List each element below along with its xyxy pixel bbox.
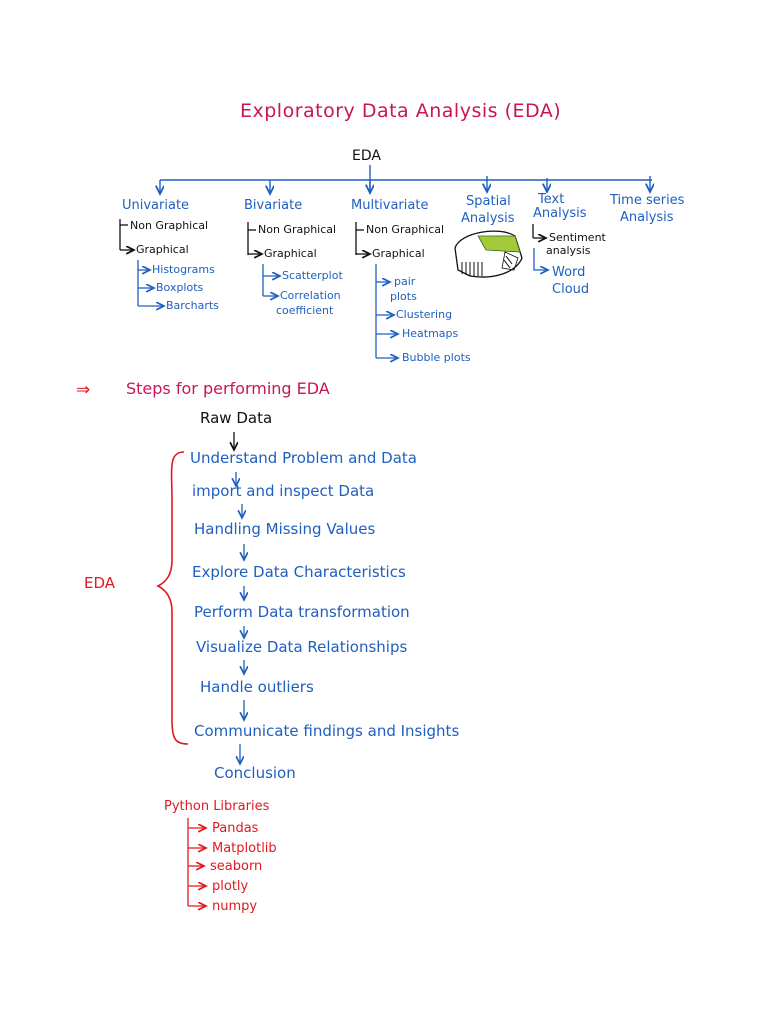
library-item: Matplotlib: [212, 841, 277, 856]
univariate-graphical: Graphical: [136, 243, 189, 256]
node-timeseries-line2: Analysis: [620, 210, 674, 225]
library-item: seaborn: [210, 859, 263, 874]
node-multivariate: Multivariate: [351, 198, 429, 213]
node-spatial: Spatial: [466, 194, 511, 209]
text-cloud: Cloud: [552, 282, 590, 297]
steps-heading: Steps for performing EDA: [126, 379, 330, 398]
tree-root: EDA: [352, 148, 381, 164]
heading-arrow: ⇒: [76, 380, 91, 400]
step-item: Explore Data Characteristics: [192, 563, 406, 581]
item-barcharts: Barcharts: [166, 299, 219, 312]
multivariate-graphical: Graphical: [372, 247, 425, 260]
item-coefficient: coefficient: [276, 304, 334, 317]
eda-brace: [156, 451, 189, 745]
step-item: Visualize Data Relationships: [196, 638, 408, 656]
library-item: numpy: [212, 899, 258, 914]
step-item: Understand Problem and Data: [190, 449, 417, 467]
node-timeseries: Time series: [610, 193, 685, 208]
multivariate-nongraphical: Non Graphical: [366, 223, 445, 236]
step-raw-data: Raw Data: [200, 409, 273, 427]
brace-label: EDA: [84, 574, 116, 592]
step-item: Handling Missing Values: [194, 520, 376, 538]
text-word: Word: [552, 265, 586, 280]
library-item: plotly: [212, 879, 249, 894]
step-conclusion: Conclusion: [214, 764, 296, 782]
bivariate-nongraphical: Non Graphical: [258, 223, 337, 236]
node-spatial-line2: Analysis: [461, 211, 515, 226]
libraries-heading: Python Libraries: [164, 799, 270, 814]
item-clustering: Clustering: [396, 308, 453, 321]
page-title: Exploratory Data Analysis (EDA): [240, 100, 562, 122]
item-heatmaps: Heatmaps: [402, 327, 459, 340]
item-boxplots: Boxplots: [156, 281, 204, 294]
item-histograms: Histograms: [152, 263, 215, 276]
step-item: Perform Data transformation: [194, 603, 410, 621]
spatial-map-sketch: [454, 230, 523, 278]
step-item: Communicate findings and Insights: [194, 722, 460, 740]
library-item: Pandas: [212, 821, 259, 836]
univariate-nongraphical: Non Graphical: [130, 219, 209, 232]
text-sentiment: Sentiment: [549, 231, 606, 244]
node-text-line2: Analysis: [533, 206, 587, 221]
item-plots: plots: [390, 290, 417, 303]
step-item: Handle outliers: [200, 678, 314, 696]
bivariate-graphical: Graphical: [264, 247, 317, 260]
item-correlation: Correlation: [280, 289, 341, 302]
item-bubble-plots: Bubble plots: [402, 351, 471, 364]
item-pair: pair: [394, 275, 416, 288]
node-bivariate: Bivariate: [244, 198, 303, 213]
item-scatterplot: Scatterplot: [282, 269, 343, 282]
node-univariate: Univariate: [122, 198, 190, 213]
node-text: Text: [538, 192, 565, 207]
step-item: import and inspect Data: [192, 482, 375, 500]
text-analysis: analysis: [546, 244, 591, 257]
